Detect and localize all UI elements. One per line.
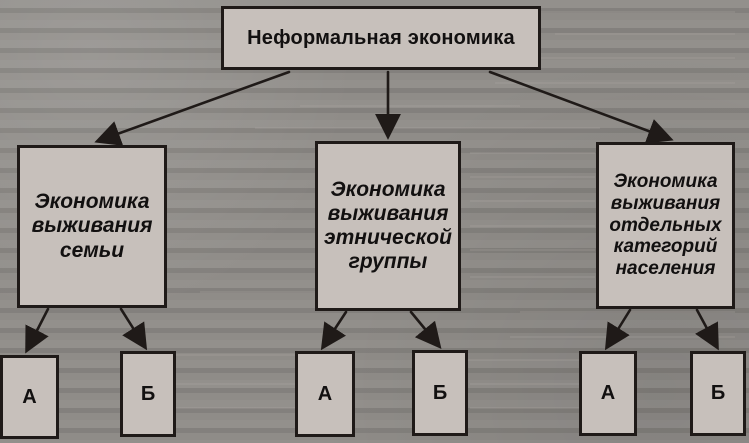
arrow-center-to-a: [320, 310, 348, 351]
arrow-right-to-b: [695, 308, 719, 351]
leaf-node-ethnic-group-b-label: Б: [432, 381, 448, 404]
leaf-node-ethnic-group-b: Б: [412, 350, 468, 436]
arrow-left-to-b: [119, 307, 148, 351]
branch-node-family-label: Экономика выживания семьи: [31, 190, 153, 262]
leaf-node-family-b-label: Б: [140, 382, 156, 405]
leaf-node-family-a: А: [0, 355, 59, 439]
leaf-node-population-categories-b-label: Б: [710, 382, 726, 404]
arrow-center-to-b: [409, 310, 442, 350]
leaf-node-ethnic-group-a: А: [295, 351, 355, 437]
arrow-root-to-left: [94, 70, 291, 146]
leaf-node-population-categories-b: Б: [690, 351, 746, 436]
leaf-node-family-b: Б: [120, 351, 176, 437]
branch-node-ethnic-group-label: Экономика выживания этнической группы: [324, 177, 452, 274]
leaf-node-family-a-label: А: [22, 385, 37, 408]
arrow-right-to-a: [604, 308, 632, 351]
branch-node-ethnic-group: Экономика выживания этнической группы: [315, 141, 461, 311]
branch-node-population-categories: Экономика выживания отдельных категорий …: [596, 142, 735, 309]
root-node-label: Неформальная экономика: [247, 26, 515, 49]
arrow-root-to-right: [488, 70, 674, 144]
leaf-node-population-categories-a-label: А: [600, 382, 616, 404]
leaf-node-population-categories-a: А: [579, 351, 637, 436]
arrow-left-to-a: [25, 307, 50, 354]
root-node: Неформальная экономика: [221, 6, 541, 70]
leaf-node-ethnic-group-a-label: А: [317, 382, 333, 405]
branch-node-family: Экономика выживания семьи: [17, 145, 167, 308]
branch-node-population-categories-label: Экономика выживания отдельных категорий …: [609, 170, 722, 280]
